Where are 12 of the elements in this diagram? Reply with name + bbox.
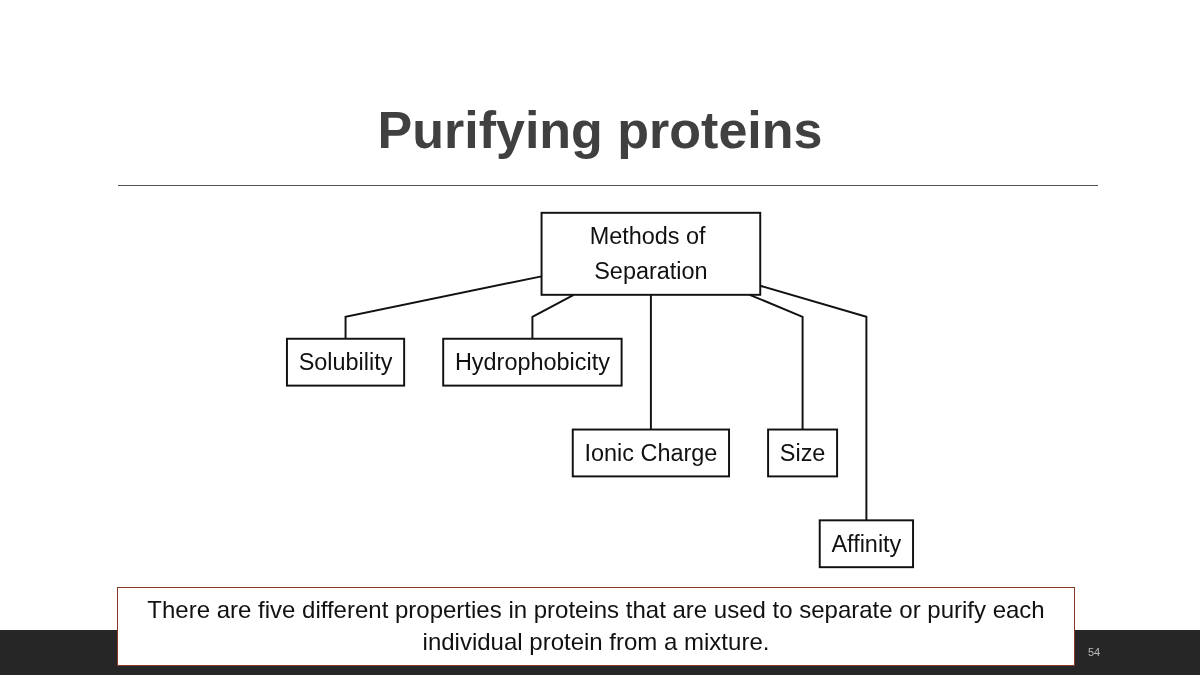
node-box: Methods of Separation [540, 211, 762, 296]
slide-title: Purifying proteins [376, 100, 824, 160]
connector [748, 293, 804, 431]
node-box: Affinity [818, 519, 915, 569]
node-box: Hydrophobicity [442, 337, 623, 387]
node-box: Solubility [285, 337, 406, 387]
page-number: 54 [1088, 646, 1101, 658]
connector [649, 293, 652, 431]
connector [531, 293, 575, 340]
caption-box: There are five different properties in proteins that are used to separate or purify each individual protein from a mixture. [117, 587, 1075, 666]
node-box: Size [767, 428, 839, 478]
node-box: Ionic Charge [571, 428, 730, 478]
